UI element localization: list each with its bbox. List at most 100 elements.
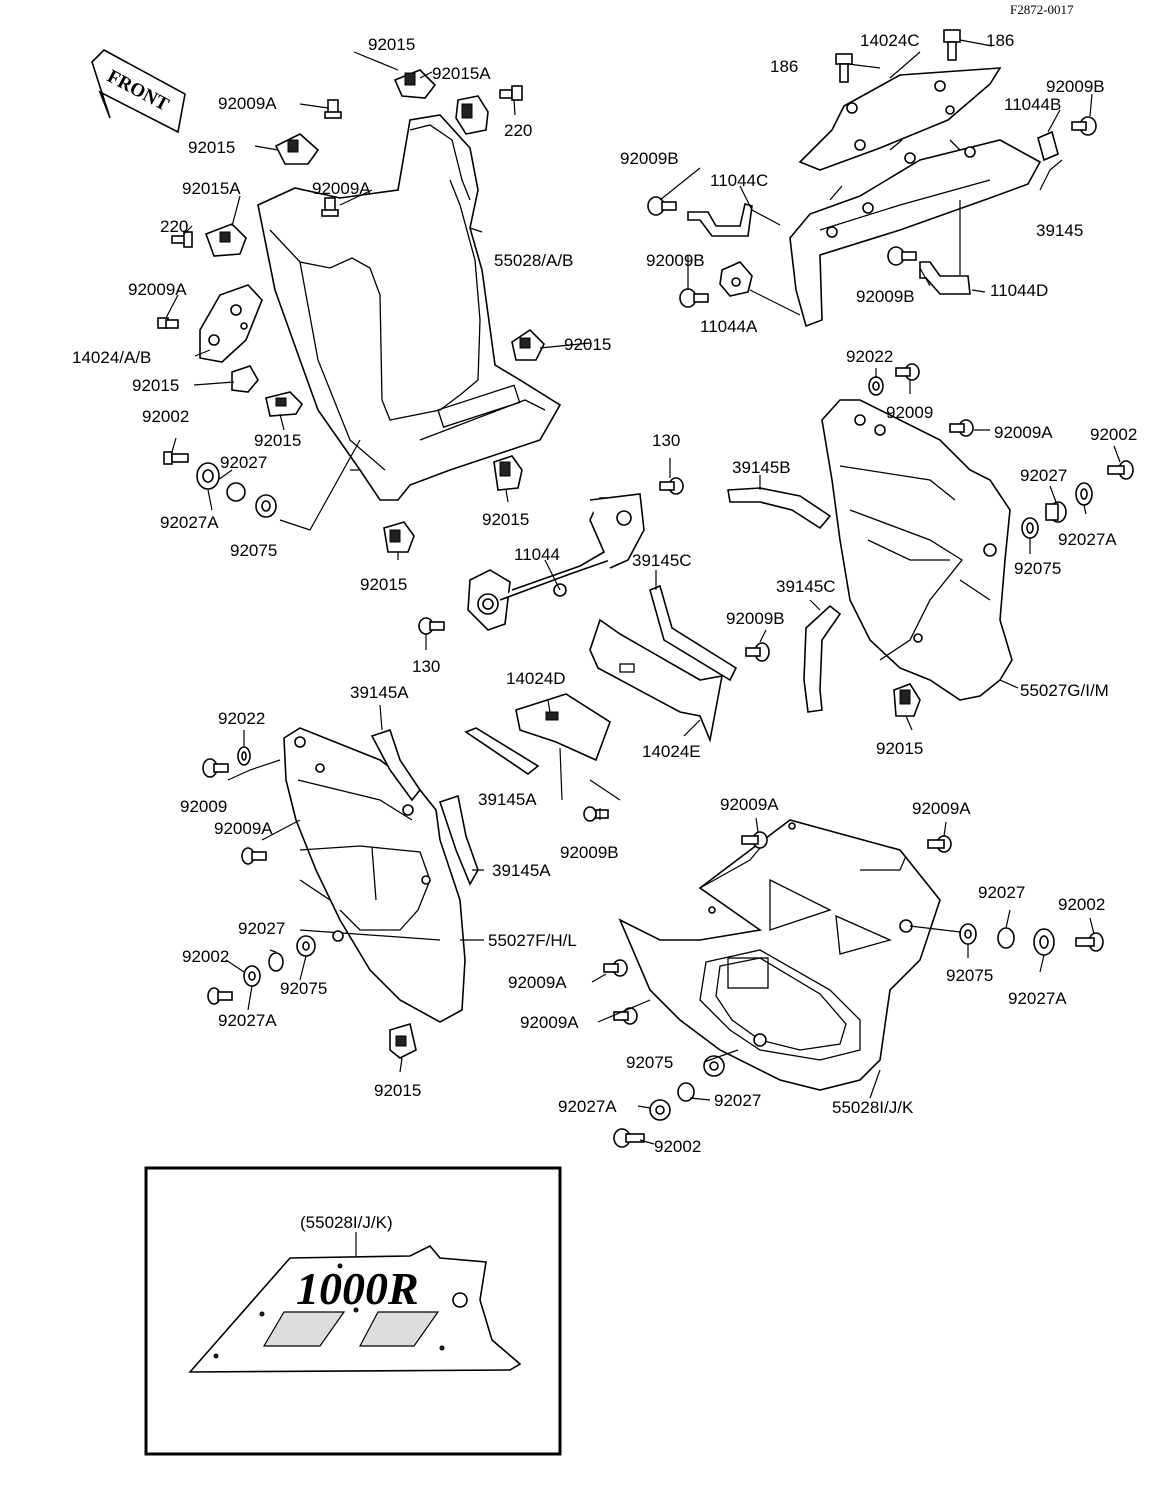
part-label: 92075 (1014, 559, 1061, 578)
part-label: 186 (986, 31, 1014, 50)
part-label: 92009A (520, 1013, 579, 1032)
bolt-220-left (171, 231, 193, 248)
bolt-92009b-mid (745, 642, 770, 662)
part-label: 92027A (1008, 989, 1067, 1008)
part-label: 92027 (714, 1091, 761, 1110)
clip-92015-center (493, 455, 523, 491)
part-label: 92015 (132, 376, 179, 395)
grommet-92027a-left-low (243, 965, 261, 987)
grommet-92075-ul (959, 923, 977, 945)
part-label: 11044D (990, 281, 1048, 300)
part-label: 92015A (182, 179, 241, 198)
grommet-92027a-right (1075, 482, 1093, 506)
collar-92027-ul (997, 927, 1015, 949)
part-label: 55028/A/B (494, 251, 573, 270)
clip-92015-top (393, 69, 437, 99)
part-label: 92027A (218, 1011, 277, 1030)
part-label: 55028I/J/K (832, 1098, 914, 1117)
bolt-92002-right (1107, 460, 1134, 480)
part-label: 92022 (218, 709, 265, 728)
part-label: 92015 (876, 739, 923, 758)
part-label: 39145C (776, 577, 836, 596)
bolt-92009a-left-low (241, 847, 267, 865)
drawing-code: F2872-0017 (1010, 2, 1074, 17)
seal-39145b (727, 487, 832, 530)
clip-11044b (1037, 130, 1059, 162)
part-label: 92009B (856, 287, 915, 306)
washer-92022-left (237, 746, 251, 766)
part-label: 92015 (368, 35, 415, 54)
part-label: 92027A (1058, 530, 1117, 549)
part-label: 14024D (506, 669, 566, 688)
part-label: 92009 (886, 403, 933, 422)
part-label: 92009B (620, 149, 679, 168)
part-label: 130 (652, 431, 680, 450)
part-label: 92015 (482, 510, 529, 529)
part-label: 92075 (626, 1053, 673, 1072)
part-label: 92002 (182, 947, 229, 966)
bolt-130-bottom (418, 617, 445, 635)
part-label: 11044 (514, 545, 560, 564)
bracket-11044d (919, 261, 971, 295)
grommet-92027a-ul (1033, 928, 1055, 956)
collar-92027-left (226, 482, 246, 502)
part-label: 39145A (492, 861, 551, 880)
grommet-92075-ul-low (703, 1055, 725, 1077)
part-label: 92002 (1090, 425, 1137, 444)
grommet-92027a-left (196, 462, 220, 490)
clip-92015-mid-low (265, 391, 304, 417)
side-cowl-55027f (283, 727, 466, 1023)
washer-92022-right (868, 376, 884, 396)
bolt-92002-ul-low (613, 1128, 645, 1148)
bolt-92009a-ul-c (603, 959, 628, 977)
seal-39145c-a (649, 584, 738, 682)
part-label: 39145A (350, 683, 409, 702)
clip-92015-bottom (389, 1022, 417, 1059)
grommet-92075-right (1021, 517, 1039, 539)
clip-92015-right (511, 328, 545, 361)
bolt-92009b-a (647, 196, 677, 216)
part-label: 92009B (560, 843, 619, 862)
part-label: 130 (412, 657, 440, 676)
leaders-mid (425, 458, 821, 820)
clip-92015-left (274, 133, 320, 165)
leaders-lower-right (591, 817, 1095, 1145)
part-label: 92075 (280, 979, 327, 998)
bolt-92009a-ul-a (741, 831, 768, 849)
part-label: 92075 (946, 966, 993, 985)
part-label: 92009A (214, 819, 273, 838)
grommet-92075-left (255, 494, 277, 518)
bolt-92009b-c (887, 246, 917, 266)
bolt-220-top (499, 85, 523, 101)
part-label: 14024E (642, 742, 701, 761)
collar-92027-ul-low (677, 1082, 695, 1102)
bracket-14024c (798, 67, 1002, 171)
part-label: 39145A (478, 790, 537, 809)
part-label: 39145 (1036, 221, 1083, 240)
bolt-92002-ul (1075, 932, 1104, 952)
part-label: 92027 (978, 883, 1025, 902)
part-label: 92002 (654, 1137, 701, 1156)
clip-92015-left-low (231, 365, 259, 393)
seal-39145a-mid (464, 727, 540, 775)
bolt-130-top (659, 477, 684, 495)
bolt-92009a-mid (321, 197, 339, 217)
part-label: 92075 (230, 541, 277, 560)
part-label: 92015 (360, 575, 407, 594)
bolt-92009a-ul-b (927, 835, 952, 853)
part-labels: 92015 92015A 92009A 220 92015 92015A 920… (72, 31, 1137, 1156)
part-label: 92009A (994, 423, 1053, 442)
bracket-11044 (467, 493, 645, 631)
bolt-92009a-left (157, 317, 179, 329)
part-label: 14024C (860, 31, 920, 50)
plate-14024e (589, 618, 724, 743)
part-label: 11044B (1004, 95, 1061, 114)
part-label: 39145C (632, 551, 692, 570)
bracket-14024 (199, 284, 263, 363)
part-label: 92009B (1046, 77, 1105, 96)
part-label: 92027A (558, 1097, 617, 1116)
part-label: 92009A (508, 973, 567, 992)
leaders-right (875, 368, 1121, 731)
bolt-92009b-b (679, 288, 709, 308)
